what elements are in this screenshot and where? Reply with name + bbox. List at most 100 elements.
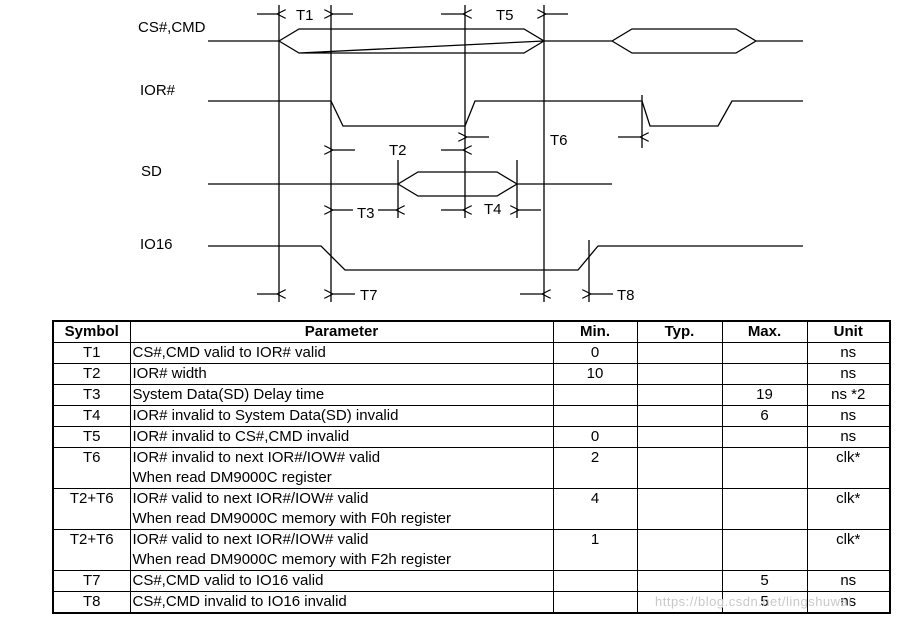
cell-min: 2 [552,447,638,489]
parameter-line: IOR# valid to next IOR#/IOW# valid [132,531,369,548]
cell-max: 19 [721,384,808,406]
parameter-line: CS#,CMD invalid to IO16 invalid [132,593,347,610]
parameter-line: When read DM9000C memory with F2h regist… [132,551,451,568]
cell-min [552,591,638,614]
cell-max [721,488,808,530]
header-parameter: Parameter [129,320,554,343]
cell-typ [636,384,723,406]
table-header-row: Symbol Parameter Min. Typ. Max. Unit [52,320,891,343]
cell-min: 4 [552,488,638,530]
cell-max: 6 [721,405,808,427]
cell-max [721,529,808,571]
timing-label-t8: T8 [617,287,635,304]
cell-param: System Data(SD) Delay time [129,384,554,406]
cell-symbol: T6 [52,447,131,489]
waveform-cs-cmd [208,28,803,54]
cell-unit: clk* [806,529,891,571]
cell-symbol: T3 [52,384,131,406]
parameter-line: CS#,CMD valid to IOR# valid [132,344,326,361]
cell-unit: ns [806,426,891,448]
cell-unit: ns *2 [806,384,891,406]
cell-unit: ns [806,570,891,592]
cell-symbol: T7 [52,570,131,592]
cell-param: IOR# width [129,363,554,385]
cell-unit: clk* [806,488,891,530]
cell-typ [636,447,723,489]
signal-label-sd: SD [141,163,162,180]
header-unit: Unit [806,320,891,343]
cell-symbol: T4 [52,405,131,427]
cell-param: CS#,CMD valid to IO16 valid [129,570,554,592]
waveform-ior [208,100,803,127]
header-max: Max. [721,320,808,343]
parameter-line: CS#,CMD valid to IO16 valid [132,572,324,589]
cell-min: 0 [552,342,638,364]
parameter-line: IOR# valid to next IOR#/IOW# valid [132,490,369,507]
header-symbol: Symbol [52,320,131,343]
timing-label-t2: T2 [389,142,407,159]
cell-min: 1 [552,529,638,571]
cell-max [721,447,808,489]
cell-unit: clk* [806,447,891,489]
cell-unit: ns [806,591,891,614]
waveform-sd [208,171,612,197]
cell-symbol: T5 [52,426,131,448]
signal-label-ior: IOR# [140,82,176,99]
cell-typ [636,405,723,427]
timing-label-t1: T1 [296,7,314,24]
header-typ: Typ. [636,320,723,343]
signal-label-io16: IO16 [140,236,173,253]
parameter-line: When read DM9000C register [132,469,332,486]
timing-label-t6: T6 [550,132,568,149]
cell-param: IOR# invalid to CS#,CMD invalid [129,426,554,448]
cell-param: CS#,CMD invalid to IO16 invalid [129,591,554,614]
cell-unit: ns [806,405,891,427]
cell-unit: ns [806,363,891,385]
cell-typ [636,342,723,364]
cell-typ [636,426,723,448]
cell-max [721,363,808,385]
cell-min [552,405,638,427]
waveform-io16 [208,245,803,271]
timing-label-t7: T7 [360,287,378,304]
cell-min: 0 [552,426,638,448]
parameter-line: IOR# invalid to CS#,CMD invalid [132,428,350,445]
timing-label-t4: T4 [484,201,502,218]
cell-typ [636,570,723,592]
header-min: Min. [552,320,638,343]
watermark: https://blog.csdn.net/lingshuwai [655,594,852,609]
cell-typ [636,488,723,530]
cell-min: 10 [552,363,638,385]
parameter-line: IOR# invalid to next IOR#/IOW# valid [132,449,381,466]
cell-min [552,570,638,592]
cell-typ [636,363,723,385]
parameter-line: IOR# invalid to System Data(SD) invalid [132,407,399,424]
cell-symbol: T8 [52,591,131,614]
cell-symbol: T1 [52,342,131,364]
timing-diagram: CS#,CMD IOR# SD IO16 T1 T5 T6 T2 T3 T4 T… [138,5,803,304]
cell-param: IOR# invalid to System Data(SD) invalid [129,405,554,427]
cell-symbol: T2 [52,363,131,385]
timing-label-t3: T3 [357,205,375,222]
cell-typ [636,529,723,571]
cell-max [721,342,808,364]
parameter-line: When read DM9000C memory with F0h regist… [132,510,451,527]
cell-param: CS#,CMD valid to IOR# valid [129,342,554,364]
cell-min [552,384,638,406]
cell-symbol: T2+T6 [52,488,131,530]
parameter-line: IOR# width [132,365,207,382]
cell-max [721,426,808,448]
